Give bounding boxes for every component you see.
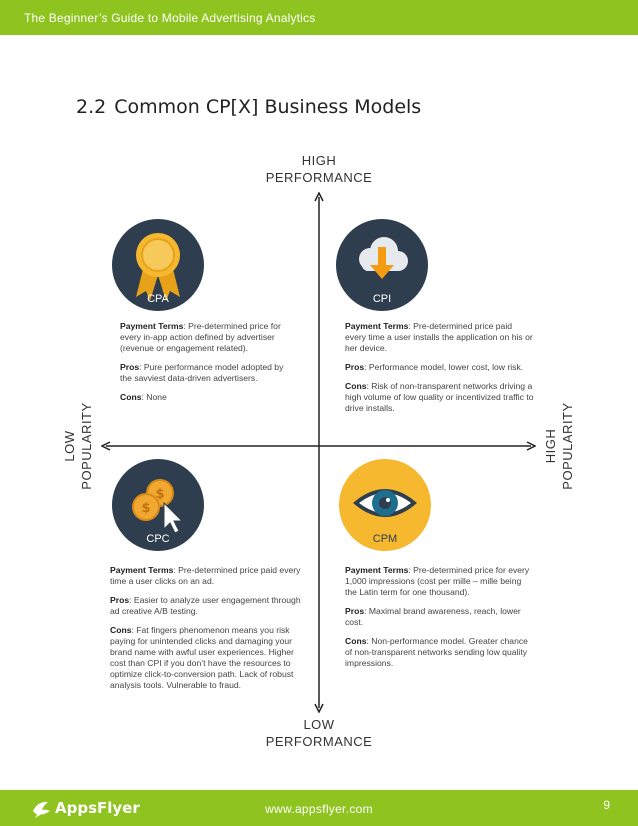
axis-label-top: HIGH PERFORMANCE xyxy=(240,152,398,186)
header-title: The Beginner’s Guide to Mobile Advertisi… xyxy=(24,11,316,25)
cpm-payment-value: : Pre-determined price for every 1,000 i… xyxy=(345,565,530,597)
cpa-cons-key: Cons xyxy=(120,392,142,402)
cpc-pros: Pros: Easier to analyze user engagement … xyxy=(110,595,302,617)
cpi-pros-key: Pros xyxy=(345,362,365,372)
cpm-description: Payment Terms: Pre-determined price for … xyxy=(345,565,535,677)
footer-bar: AppsFlyer www.appsflyer.com 9 xyxy=(0,790,638,826)
appsflyer-bird-icon xyxy=(33,801,50,818)
cpc-pros-value: : Easier to analyze user engagement thro… xyxy=(110,595,301,616)
cpc-description: Payment Terms: Pre-determined price paid… xyxy=(110,565,302,699)
eye-icon xyxy=(353,489,417,517)
cpa-payment-terms: Payment Terms: Pre-determined price for … xyxy=(120,321,296,354)
cpc-cons-key: Cons xyxy=(110,625,132,635)
cpa-pros: Pros: Pure performance model adopted by … xyxy=(120,362,296,384)
axis-top-line1: HIGH xyxy=(301,153,337,168)
cpa-pros-key: Pros xyxy=(120,362,140,372)
cpa-payment-value: : Pre-determined price for every in-app … xyxy=(120,321,281,353)
svg-text:$: $ xyxy=(155,487,164,502)
cpc-badge: $ $ CPC xyxy=(112,459,204,551)
cpa-cons: Cons: None xyxy=(120,392,296,403)
cpm-payment-key: Payment Terms xyxy=(345,565,409,575)
section-number: 2.2 xyxy=(76,96,107,118)
cpm-pros-value: : Maximal brand awareness, reach, lower … xyxy=(345,606,521,627)
cpm-badge: CPM xyxy=(339,459,431,551)
cpi-cons: Cons: Risk of non-transparent networks d… xyxy=(345,381,535,414)
cpi-badge: CPI xyxy=(336,219,428,311)
axis-bottom-line2: PERFORMANCE xyxy=(265,734,373,749)
cpi-description: Payment Terms: Pre-determined price paid… xyxy=(345,321,535,422)
section-title: 2.2 Common CP[X] Business Models xyxy=(76,96,421,118)
cpa-description: Payment Terms: Pre-determined price for … xyxy=(120,321,296,411)
cpa-pros-value: : Pure performance model adopted by the … xyxy=(120,362,284,383)
header-bar: The Beginner’s Guide to Mobile Advertisi… xyxy=(0,0,638,35)
cpi-cons-key: Cons xyxy=(345,381,367,391)
cpm-pros-key: Pros xyxy=(345,606,365,616)
cpm-label: CPM xyxy=(373,533,397,545)
cpm-pros: Pros: Maximal brand awareness, reach, lo… xyxy=(345,606,535,628)
cloud-download-icon xyxy=(359,237,408,279)
axis-label-bottom: LOW PERFORMANCE xyxy=(240,716,398,750)
cpa-cons-value: : None xyxy=(141,392,167,402)
axis-bottom-line1: LOW xyxy=(303,717,335,732)
cpc-cons: Cons: Fat fingers phenomenon means you r… xyxy=(110,625,302,691)
cpc-payment-terms: Payment Terms: Pre-determined price paid… xyxy=(110,565,302,587)
award-ribbon-icon xyxy=(136,233,180,301)
cpc-payment-value: : Pre-determined price paid every time a… xyxy=(110,565,301,586)
cpm-cons-value: : Non-performance model. Greater chance … xyxy=(345,636,528,668)
footer-url[interactable]: www.appsflyer.com xyxy=(265,802,373,816)
cpc-payment-key: Payment Terms xyxy=(110,565,174,575)
cpi-cons-value: : Risk of non-transparent networks drivi… xyxy=(345,381,534,413)
cpi-payment-key: Payment Terms xyxy=(345,321,409,331)
cpm-cons-key: Cons xyxy=(345,636,367,646)
section-title-text: Common CP[X] Business Models xyxy=(114,96,422,118)
cpm-payment-terms: Payment Terms: Pre-determined price for … xyxy=(345,565,535,598)
svg-text:$: $ xyxy=(141,501,150,516)
cpi-label: CPI xyxy=(373,293,391,305)
axis-top-line2: PERFORMANCE xyxy=(265,170,373,185)
cpi-pros: Pros: Performance model, lower cost, low… xyxy=(345,362,535,373)
cpc-cons-value: : Fat fingers phenomenon means you risk … xyxy=(110,625,294,690)
appsflyer-logo[interactable]: AppsFlyer xyxy=(30,796,140,820)
cpm-cons: Cons: Non-performance model. Greater cha… xyxy=(345,636,535,669)
cpa-label: CPA xyxy=(147,293,169,305)
cpc-pros-key: Pros xyxy=(110,595,130,605)
cpa-badge: CPA xyxy=(112,219,204,311)
cpc-label: CPC xyxy=(146,533,169,545)
page-number: 9 xyxy=(603,798,610,812)
cpi-payment-terms: Payment Terms: Pre-determined price paid… xyxy=(345,321,535,354)
cpi-payment-value: : Pre-determined price paid every time a… xyxy=(345,321,533,353)
coins-cursor-icon: $ $ xyxy=(132,479,184,534)
cpa-payment-key: Payment Terms xyxy=(120,321,184,331)
cpi-pros-value: : Performance model, lower cost, low ris… xyxy=(364,362,524,372)
appsflyer-logo-text: AppsFlyer xyxy=(55,799,140,817)
